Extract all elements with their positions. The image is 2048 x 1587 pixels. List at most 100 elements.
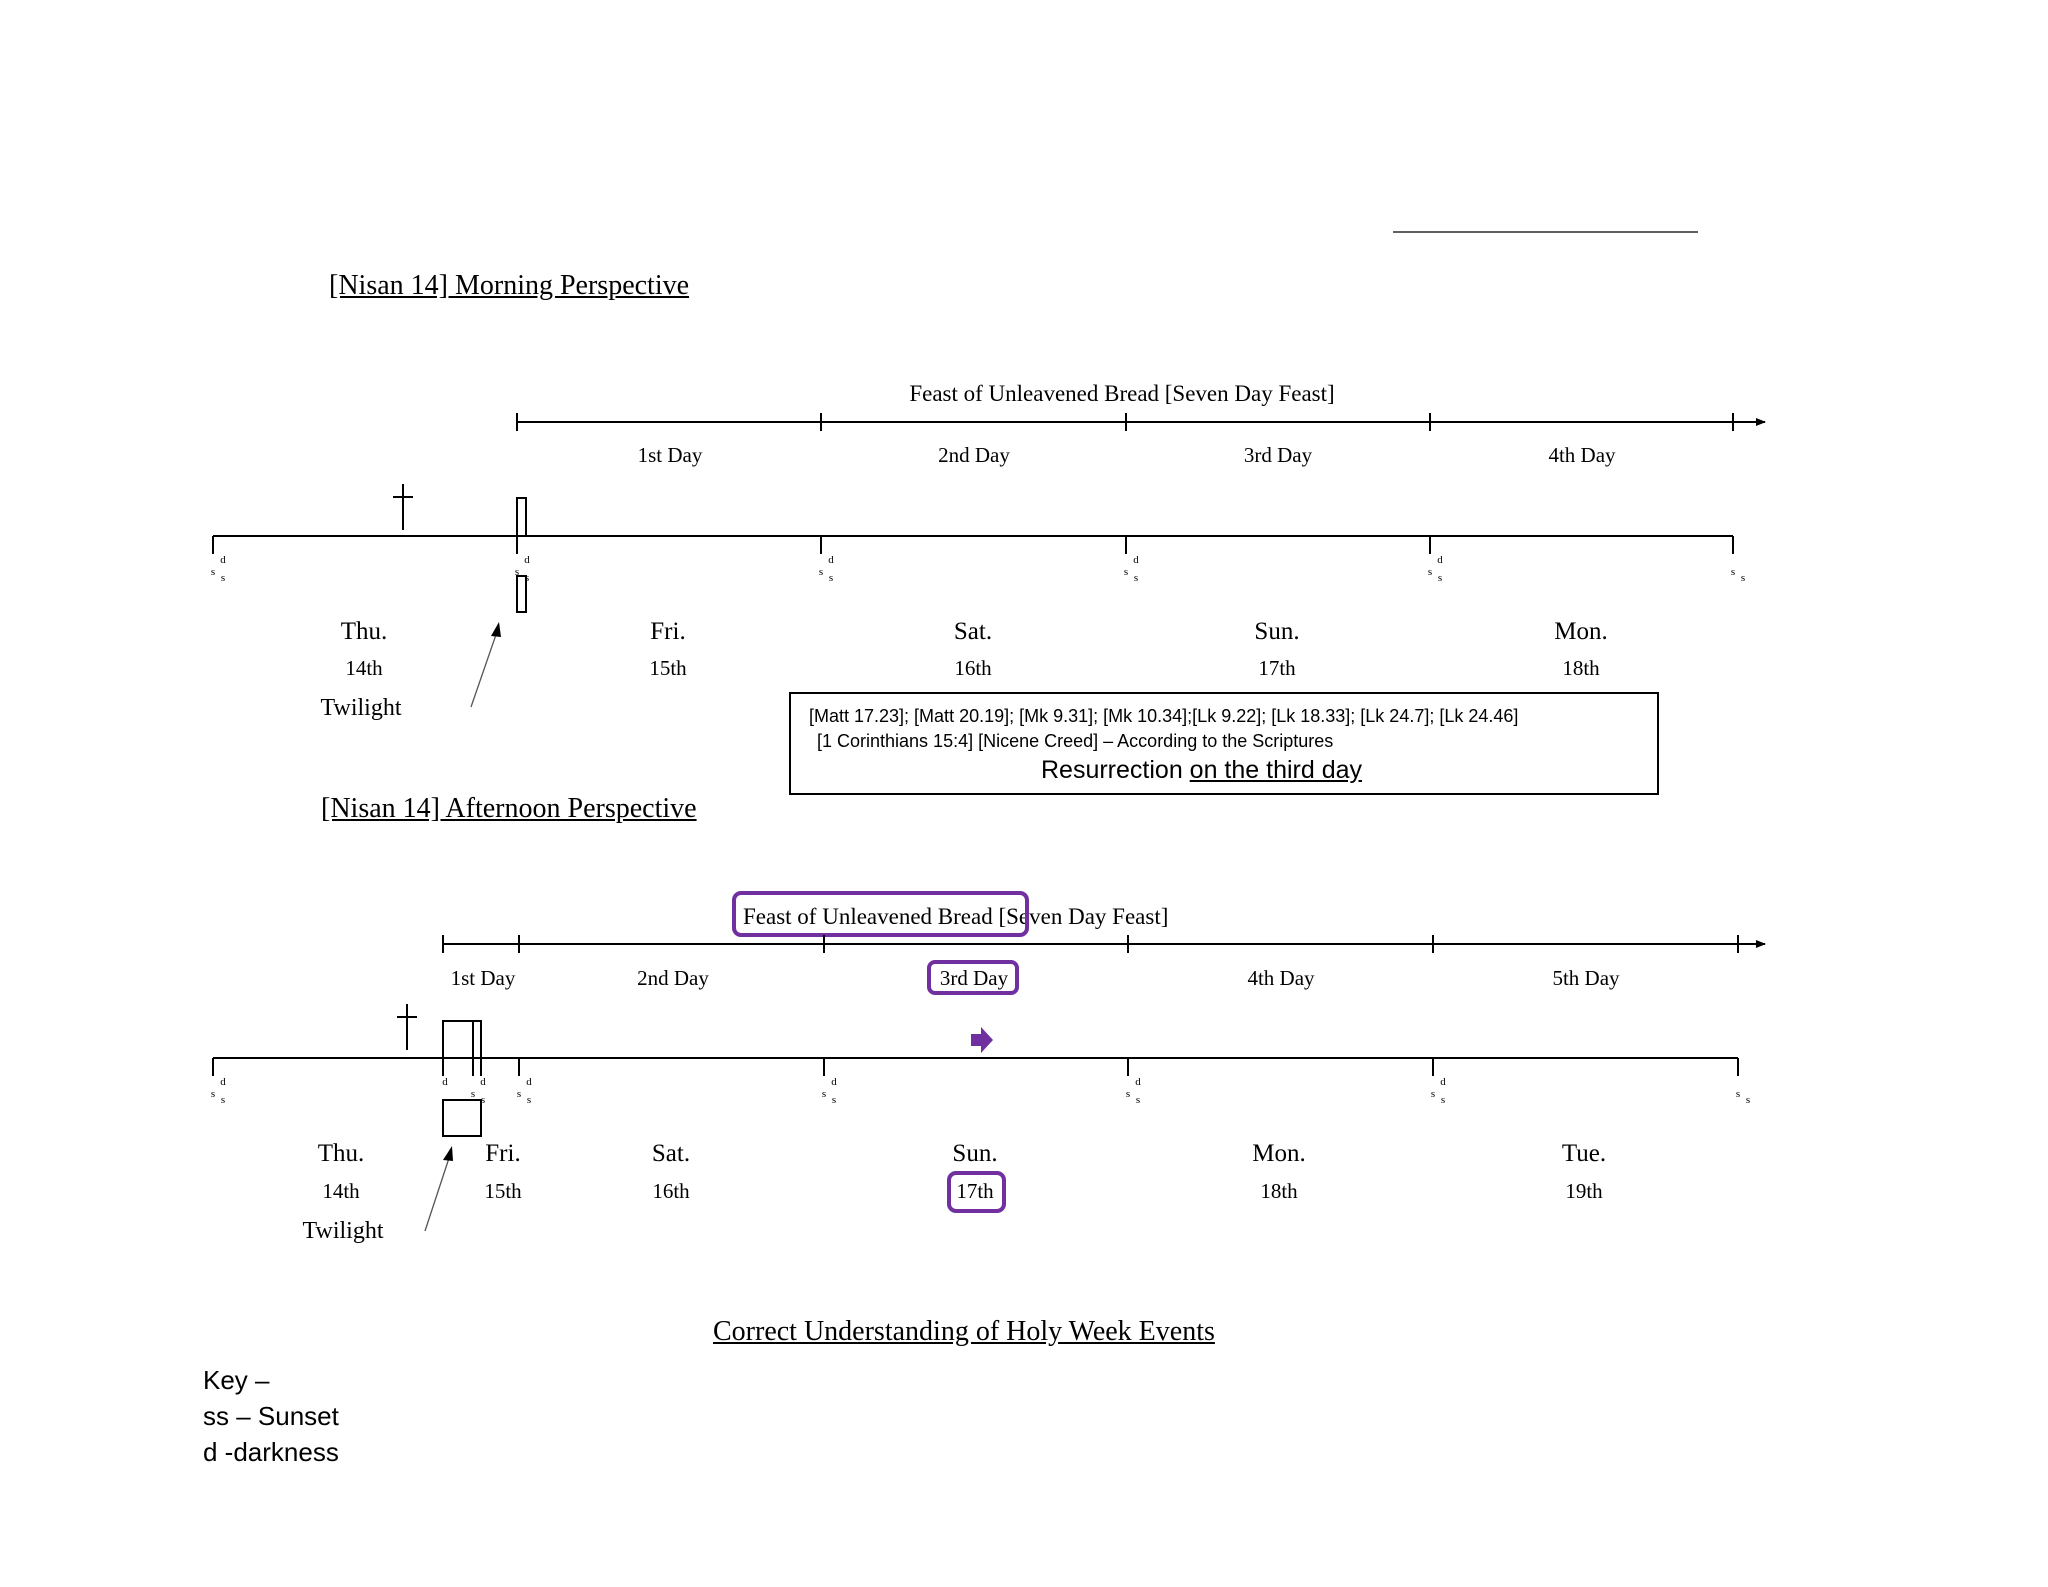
resurrection-underlined: on the third day [1189, 756, 1363, 784]
feast-day-labels: 1st Day 2nd Day 3rd Day 4th Day 5th Day [451, 966, 1620, 990]
weekday-label: Thu. [318, 1140, 365, 1167]
darkness-mark: d [526, 1076, 532, 1088]
sunset-mark: s [1441, 1094, 1445, 1106]
feast-day-label: 4th Day [1548, 443, 1616, 467]
feast-day-label: 3rd Day [940, 966, 1009, 990]
reference-line-2: [1 Corinthians 15:4] [Nicene Creed] – Ac… [817, 731, 1334, 751]
date-label: 17th [1258, 656, 1296, 680]
feast-label: Feast of Unleavened Bread [Seven Day Fea… [909, 381, 1334, 406]
sunset-mark: s [517, 1088, 521, 1100]
feast-day-label: 4th Day [1247, 966, 1315, 990]
date-label: 15th [484, 1179, 522, 1203]
twilight-label: Twilight [303, 1218, 384, 1244]
upper-bracket [442, 1020, 482, 1059]
sunset-mark: s [1134, 572, 1138, 584]
date-label: 14th [322, 1179, 360, 1203]
afternoon-title: [Nisan 14] Afternoon Perspective [321, 793, 697, 824]
right-arrow-icon [971, 1027, 993, 1053]
morning-title: [Nisan 14] Morning Perspective [329, 270, 690, 301]
weekday-label: Mon. [1252, 1140, 1305, 1167]
cross-icon [393, 484, 413, 530]
date-label: 15th [649, 656, 687, 680]
twilight-label: Twilight [321, 695, 402, 721]
morning-timeline: Feast of Unleavened Bread [Seven Day Fea… [211, 381, 1766, 721]
feast-tick-group [516, 413, 1734, 431]
feast-day-label: 5th Day [1552, 966, 1620, 990]
weekday-label: Thu. [341, 618, 388, 645]
darkness-mark: d [1133, 554, 1139, 566]
feast-label: Feast of Unleavened Bread [Seven Day Fea… [743, 904, 1168, 929]
lower-bracket [516, 575, 527, 613]
key-darkness: d -darkness [203, 1437, 339, 1467]
darkness-mark: d [524, 554, 530, 566]
cross-icon [397, 1004, 417, 1050]
sunset-mark: s [819, 566, 823, 578]
sunset-mark: s [481, 1094, 485, 1106]
weekday-label: Fri. [650, 618, 685, 645]
feast-day-label: 2nd Day [637, 966, 709, 990]
weekday-label: Tue. [1562, 1140, 1606, 1167]
resurrection-plain: Resurrection [1041, 756, 1190, 784]
weekday-label: Mon. [1554, 618, 1607, 645]
feast-highlight-box [732, 891, 1029, 937]
weekday-label: Sun. [1254, 618, 1299, 645]
afternoon-timeline: Feast of Unleavened Bread [Seven Day Fea… [211, 891, 1766, 1244]
scripture-reference-box: [Matt 17.23]; [Matt 20.19]; [Mk 9.31]; [… [789, 692, 1659, 795]
sunset-mark: s [1124, 566, 1128, 578]
date-label: 14th [345, 656, 383, 680]
darkness-mark: d [480, 1076, 486, 1088]
feast-day-labels: 1st Day 2nd Day 3rd Day 4th Day [638, 443, 1616, 467]
sunset-mark: s [832, 1094, 836, 1106]
darkness-mark: d [442, 1076, 448, 1088]
feast-day-label: 2nd Day [938, 443, 1010, 467]
weekday-label: Sat. [954, 618, 992, 645]
weekday-label: Sun. [952, 1140, 997, 1167]
darkness-mark: d [828, 554, 834, 566]
feast-day-label: 1st Day [638, 443, 703, 467]
feast-day-label: 1st Day [451, 966, 516, 990]
twilight-arrowhead [443, 1146, 453, 1161]
date-label: 16th [652, 1179, 690, 1203]
third-day-highlight-box [927, 960, 1019, 995]
date-label: 16th [954, 656, 992, 680]
sunset-mark: s [1136, 1094, 1140, 1106]
sunset-mark: s [1741, 572, 1745, 584]
sunset-mark: s [221, 572, 225, 584]
darkness-mark: d [1440, 1076, 1446, 1088]
date-labels: 14th 15th 16th 17th 18th [345, 656, 1600, 680]
twilight-pointer [424, 1151, 452, 1232]
sunset-mark: s [1736, 1088, 1740, 1100]
sunset-mark: s [471, 1088, 475, 1100]
feast-day-label: 3rd Day [1244, 443, 1313, 467]
sunset-mark: s [221, 1094, 225, 1106]
sunset-mark: s [1126, 1088, 1130, 1100]
weekday-labels: Thu. Fri. Sat. Sun. Mon. [341, 618, 1608, 645]
date-highlight-box [947, 1171, 1006, 1213]
weekday-label: Fri. [485, 1140, 520, 1167]
legend-key: Key – ss – Sunset d -darkness [203, 1362, 339, 1470]
weekday-labels: Thu.Fri.Sat.Sun.Mon.Tue. [318, 1140, 1606, 1167]
darkness-mark: d [1437, 554, 1443, 566]
feast-label-rest: [Seven Day Feast] [993, 904, 1169, 929]
darkness-mark: d [1135, 1076, 1141, 1088]
darkness-mark: d [220, 554, 226, 566]
key-heading: Key – [203, 1365, 270, 1395]
sunset-mark: s [515, 566, 519, 578]
date-label: 18th [1562, 656, 1600, 680]
sunset-mark: s [211, 566, 215, 578]
key-sunset: ss – Sunset [203, 1401, 339, 1431]
footer-title: Correct Understanding of Holy Week Event… [713, 1316, 1215, 1347]
twilight-arrowhead [491, 622, 501, 637]
resurrection-statement: Resurrection on the third day [1041, 756, 1362, 785]
reference-line-1: [Matt 17.23]; [Matt 20.19]; [Mk 9.31]; [… [809, 706, 1519, 726]
date-label: 17th [956, 1179, 994, 1203]
sunset-mark: s [1731, 566, 1735, 578]
sunset-mark: s [1746, 1094, 1750, 1106]
lower-bracket [442, 1099, 482, 1137]
sunset-mark: s [211, 1088, 215, 1100]
